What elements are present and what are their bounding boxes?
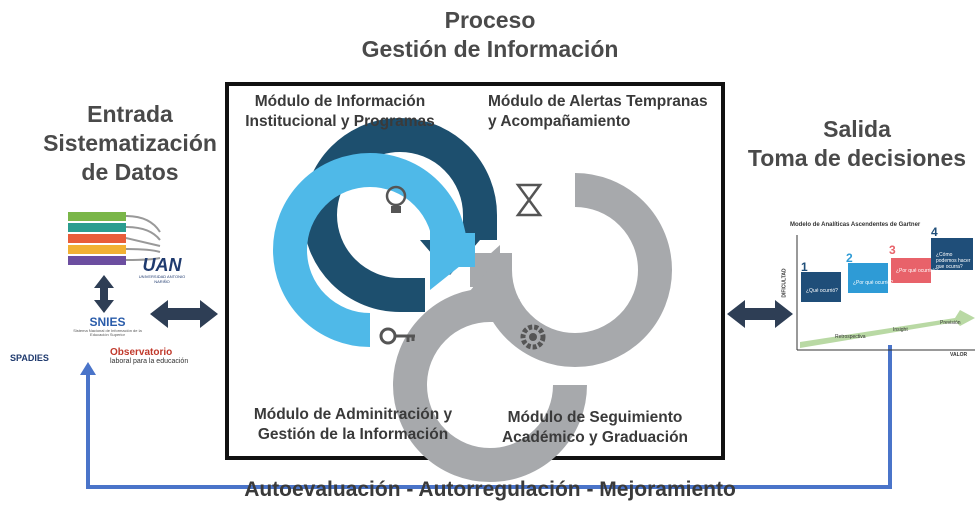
uan-logo: UAN UNIVERSIDAD ANTONIO NARIÑO (132, 256, 192, 284)
output-title: Salida Toma de decisiones (735, 115, 979, 173)
gartner-step-3-q: ¿Por qué ocurrirá? (896, 268, 938, 274)
gartner-step-1-num: 1 (801, 260, 808, 274)
blue-arc (273, 153, 475, 347)
module-alertas-tempranas: Módulo de Alertas Tempranas y Acompañami… (488, 92, 728, 132)
gartner-band (800, 310, 975, 348)
observatorio-logo-text: Observatorio (110, 347, 173, 358)
snies-logo: SNIES Sistema Nacional de Información de… (70, 315, 145, 338)
module2-line2: y Acompañamiento (488, 113, 631, 131)
input-title-line1: Entrada (87, 101, 173, 127)
gartner-step-4 (931, 238, 973, 270)
gartner-band-b: Insight (893, 327, 908, 333)
gartner-step-1-q: ¿Qué ocurrió? (806, 288, 838, 294)
cycle-graphic (273, 118, 672, 482)
snies-logo-sub: Sistema Nacional de Información de la Ed… (73, 328, 142, 338)
right-double-arrow (727, 300, 793, 328)
gartner-band-a: Retrospectiva (835, 334, 866, 340)
uan-systems-graphic (68, 212, 161, 265)
gartner-step-3-num: 3 (889, 243, 896, 257)
input-title: Entrada Sistematización de Datos (30, 100, 230, 186)
module1-line2: Institucional y Programas (245, 113, 435, 131)
gartner-step-3 (891, 258, 931, 283)
module2-line1: Módulo de Alertas Tempranas (488, 93, 708, 110)
gartner-step-2-q: ¿Por qué ocurrió? (853, 280, 894, 286)
snies-logo-text: SNIES (89, 315, 126, 329)
spadies-logo: SPADIES (10, 348, 49, 366)
left-double-arrow (150, 300, 218, 328)
observatorio-logo-sub: laboral para la educación (110, 358, 189, 365)
uan-logo-text: UAN (142, 255, 182, 275)
gartner-step-4-q: ¿Cómo podemos hacer que ocurra? (936, 252, 971, 270)
spadies-logo-text: SPADIES (10, 353, 49, 363)
module4-line2: Académico y Graduación (501, 429, 689, 447)
footer-caption: Autoevaluación - Autorregulación - Mejor… (244, 478, 736, 501)
process-title-line2: Gestión de Información (361, 35, 619, 62)
module-seguimiento: Módulo de Seguimiento Académico y Gradua… (480, 408, 710, 448)
gartner-chart (796, 235, 975, 351)
feedback-loop-line (86, 345, 892, 489)
input-title-line3: de Datos (81, 158, 179, 185)
gartner-step-2 (848, 263, 888, 293)
module1-line1: Módulo de Información (254, 93, 426, 110)
output-title-line1: Salida (823, 116, 891, 142)
gartner-band-c: Previsión (940, 320, 961, 326)
observatorio-logo: Observatorio laboral para la educación (110, 347, 200, 366)
uan-logo-sub: UNIVERSIDAD ANTONIO NARIÑO (138, 274, 186, 284)
process-title: Proceso Gestión de Información (300, 6, 680, 64)
module-info-institucional: Módulo de Información Institucional y Pr… (230, 92, 450, 132)
gray-arc-bottom (393, 285, 587, 482)
gartner-step-4-num: 4 (931, 225, 938, 239)
module3-line1: Módulo de Adminitración y (253, 406, 453, 423)
process-title-line1: Proceso (444, 7, 536, 33)
input-title-line2: Sistematización (43, 129, 217, 156)
vertical-double-arrow (94, 275, 114, 313)
gray-arc-top (470, 173, 672, 367)
gartner-step-1 (801, 272, 841, 302)
gartner-title: Modelo de Analíticas Ascendentes de Gart… (790, 222, 921, 228)
hourglass-icon (515, 183, 543, 217)
module-administracion: Módulo de Adminitración y Gestión de la … (233, 405, 473, 445)
output-title-line2: Toma de decisiones (747, 144, 967, 171)
gartner-step-2-num: 2 (846, 251, 853, 265)
key-icon (379, 327, 415, 345)
gartner-x-label: VALOR (950, 352, 968, 358)
feedback-arrowhead (80, 362, 96, 375)
gartner-y-label: DIFICULTAD (781, 268, 788, 298)
module3-line2: Gestión de la Información (257, 426, 449, 444)
module4-line1: Módulo de Seguimiento (507, 409, 683, 426)
blue-arrowhead (430, 230, 470, 290)
lightbulb-icon (385, 185, 407, 213)
gray-arrowhead-bottom (462, 268, 520, 300)
gear-icon (520, 324, 546, 350)
